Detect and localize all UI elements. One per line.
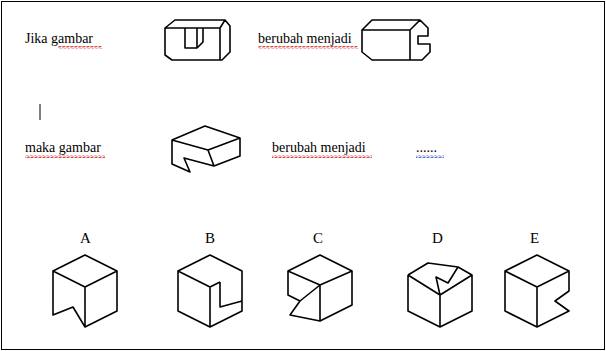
option-letter: C (313, 229, 323, 247)
question-text: berubah menjadi (258, 31, 352, 48)
text-cursor (40, 104, 41, 120)
option-letter: A (80, 229, 91, 247)
question-text: Jika gambar (25, 31, 93, 48)
question-text: ...... (416, 140, 437, 157)
option-letter: E (530, 229, 539, 247)
option-letter: B (205, 229, 215, 247)
spellcheck-underlines (25, 46, 444, 158)
answer-figures (53, 255, 569, 327)
example-figures (165, 20, 430, 172)
question-text: maka gambar (25, 140, 101, 157)
question-text: berubah menjadi (272, 140, 366, 157)
option-letter: D (432, 229, 443, 247)
